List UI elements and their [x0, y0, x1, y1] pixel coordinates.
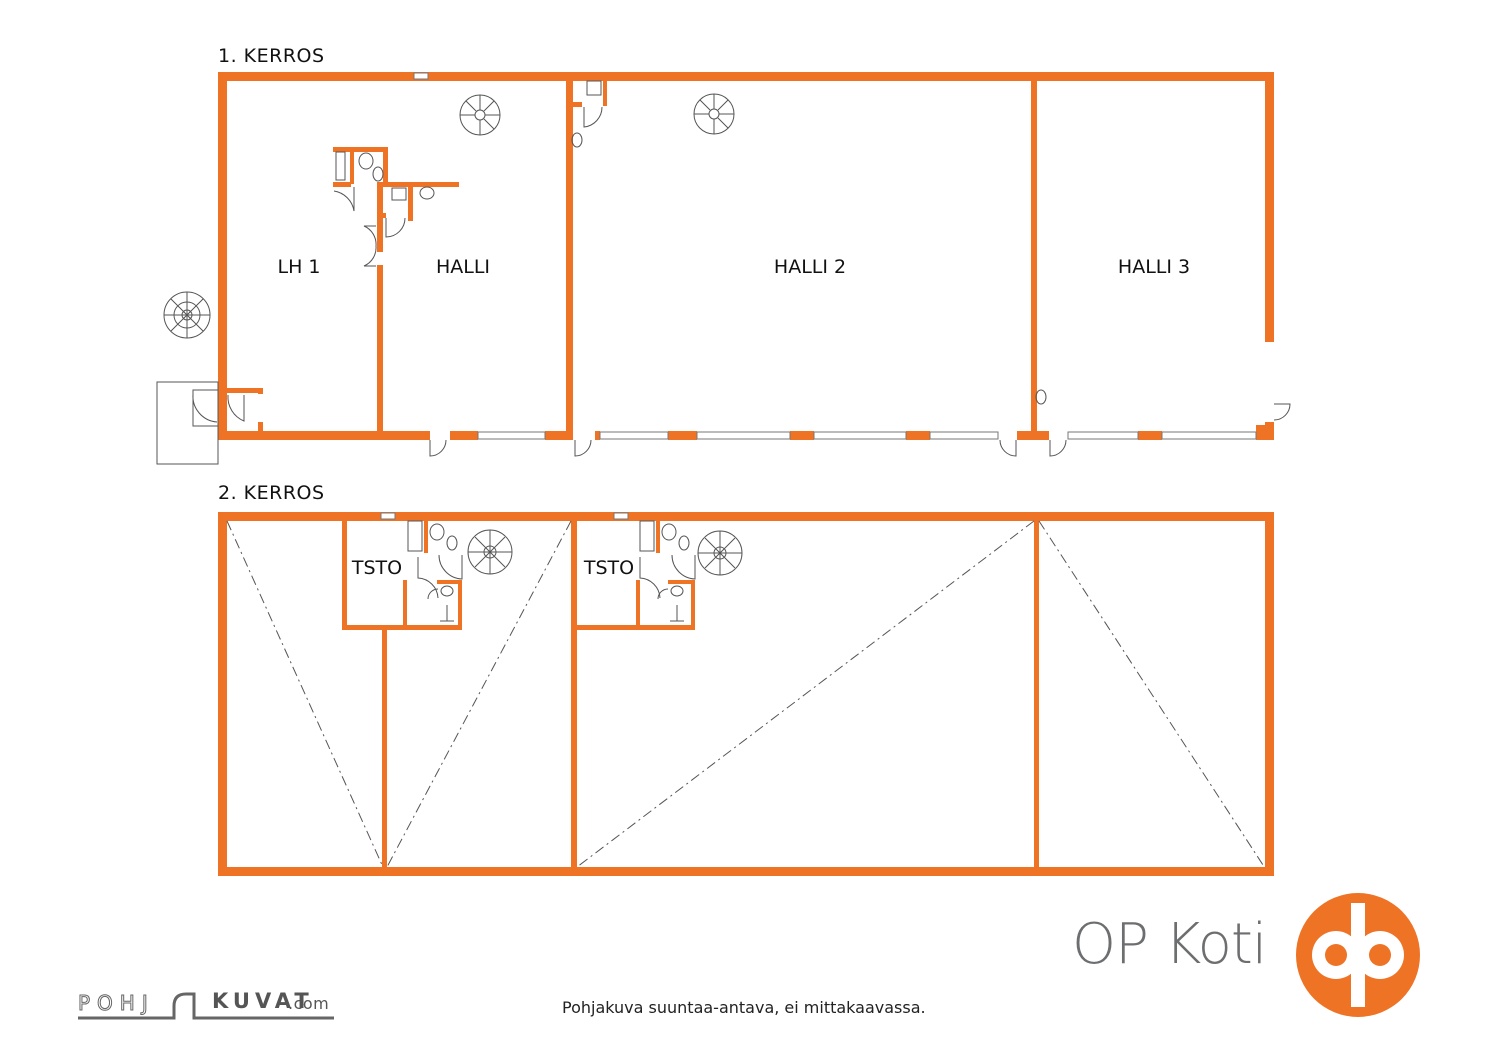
partition-wall	[377, 265, 383, 435]
office-wall	[437, 580, 462, 584]
floor-1-wall-bottom	[595, 431, 600, 440]
floor-2-wall-right	[1265, 512, 1274, 876]
floor-1-wall-top	[218, 72, 1274, 81]
window	[599, 431, 669, 440]
spiral-stair-icon	[693, 93, 735, 135]
spiral-stair-icon	[163, 291, 211, 339]
window	[477, 431, 546, 440]
floor-2-wall-top	[218, 512, 1274, 521]
floor-2-wall-left	[218, 512, 227, 876]
entry-wall	[258, 388, 263, 394]
window	[613, 512, 629, 520]
wc-wall	[408, 182, 413, 221]
floor-1-wall-bottom	[1256, 425, 1274, 440]
wc-fixtures	[335, 80, 1047, 405]
op-logo-icon	[1296, 893, 1420, 1017]
floor-2-title: 2. KERROS	[218, 482, 325, 504]
office-wall	[636, 580, 640, 628]
wc-wall	[566, 102, 582, 107]
window	[1161, 431, 1257, 440]
window	[813, 431, 907, 440]
window	[380, 512, 396, 520]
office-wall	[668, 580, 695, 584]
outdoor-door-frame	[192, 389, 219, 427]
room-label-tsto-1: TSTO	[351, 557, 403, 579]
floor-1-wall-bottom	[450, 431, 478, 440]
office-wall	[575, 625, 695, 630]
wc-wall	[377, 213, 386, 218]
partition-wall	[1034, 512, 1039, 872]
floor-1-wall-bottom	[1138, 431, 1162, 440]
floor-2-wall-bottom	[218, 867, 1274, 876]
pohjakuvat-logo: POHJ KUVAT .com	[78, 988, 334, 1022]
partition-wall	[566, 72, 573, 440]
window	[929, 431, 999, 440]
room-label-halli: HALLI	[435, 256, 491, 278]
wc-wall	[383, 147, 388, 187]
office-fixtures	[407, 520, 696, 622]
room-label-halli-2: HALLI 2	[773, 256, 847, 278]
office-wall	[458, 580, 462, 628]
pohjakuvat-logo-suffix: .com	[288, 994, 330, 1013]
floor-1-wall-left	[218, 72, 227, 440]
floor-1-wall-bottom	[218, 431, 430, 440]
disclaimer-text: Pohjakuva suuntaa-antava, ei mittakaavas…	[562, 998, 926, 1017]
floor-2-plan	[218, 512, 1274, 876]
brand-name: OP Koti	[1072, 912, 1267, 977]
spiral-stair-icon	[459, 94, 501, 136]
room-label-halli-3: HALLI 3	[1117, 256, 1191, 278]
entry-wall	[258, 422, 263, 434]
floor-1-plan	[156, 72, 1291, 465]
wc-wall	[350, 152, 354, 184]
office-wall	[403, 580, 407, 628]
entry-wall	[218, 388, 263, 393]
window	[413, 72, 429, 80]
office-wall	[424, 520, 428, 553]
floor-1-wall-bottom	[790, 431, 814, 440]
wc-wall	[603, 81, 607, 106]
partition-wall	[571, 512, 577, 872]
office-wall	[342, 625, 462, 630]
floor-1-wall-bottom	[906, 431, 930, 440]
outdoor-platform	[156, 381, 219, 465]
office-wall	[342, 512, 347, 630]
open-to-below-lines	[226, 520, 1264, 868]
pohjakuvat-logo-part1: POHJ	[78, 991, 155, 1016]
wc-wall	[377, 182, 459, 187]
partition-wall	[382, 627, 387, 872]
partition-wall	[1031, 72, 1037, 440]
floor-1-wall-right	[1265, 72, 1274, 342]
floor-1-title: 1. KERROS	[218, 45, 325, 67]
window	[1067, 431, 1139, 440]
wc-wall	[333, 147, 387, 152]
room-label-lh1: LH 1	[277, 256, 321, 278]
pohjakuvat-logo-part2: KUVAT	[212, 989, 314, 1013]
floor-1-wall-bottom	[545, 431, 570, 440]
office-wall	[656, 520, 660, 553]
office-wall	[691, 580, 695, 628]
spiral-stair-icon	[697, 530, 743, 576]
wc-wall	[333, 182, 351, 187]
door-swings	[227, 106, 1291, 457]
room-label-tsto-2: TSTO	[583, 557, 635, 579]
window	[696, 431, 791, 440]
spiral-stair-icon	[467, 529, 513, 575]
floor-1-wall-bottom	[668, 431, 697, 440]
pohjakuvat-arch-icon	[78, 992, 334, 1020]
